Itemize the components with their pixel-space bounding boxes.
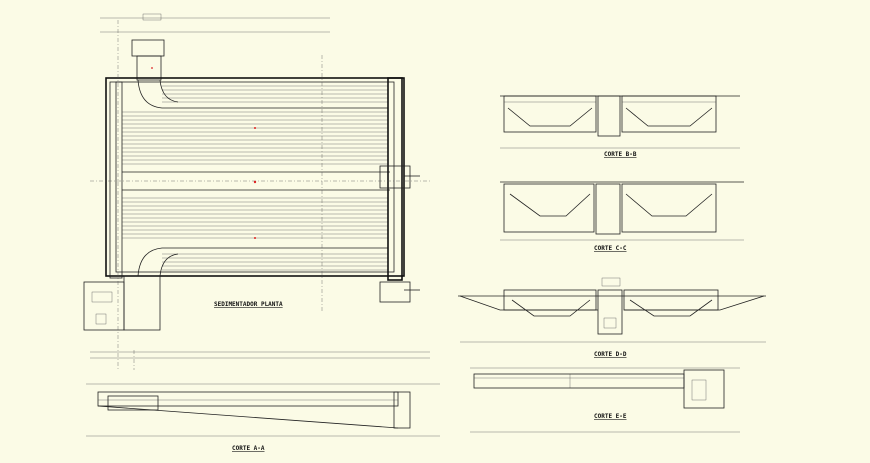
bottom-outlet [123, 275, 161, 331]
plan-title: SEDIMENTADOR PLANTA [214, 301, 283, 308]
section-bb-title: CORTE B-B [604, 151, 637, 158]
right-collector [387, 77, 403, 281]
tank-inner-wall [115, 81, 395, 273]
section-bb: CORTE B-B [500, 95, 740, 158]
upper-curve [137, 79, 388, 109]
plan-view: SEDIMENTADOR PLANTA [83, 13, 430, 370]
section-dd-title: CORTE D-D [594, 351, 627, 358]
side-detail-label-box [91, 291, 113, 303]
inlet-box [131, 39, 165, 57]
section-dd: CORTE D-D [458, 277, 766, 358]
side-detail-box [83, 281, 125, 331]
section-ee: CORTE E-E [470, 367, 740, 433]
section-ee-title: CORTE E-E [594, 413, 627, 420]
lower-curve [137, 247, 388, 277]
upper-curve-inner [159, 79, 179, 103]
upper-plates [122, 85, 388, 165]
left-channel [109, 81, 123, 279]
section-cc-title: CORTE C-C [594, 245, 627, 252]
inlet-channel [136, 55, 162, 81]
right-valve-box-upper [379, 165, 411, 189]
top-dimension-tag [142, 13, 162, 21]
lower-curve-inner [159, 253, 179, 277]
right-valve-box-lower [379, 281, 411, 303]
side-detail-small-box [95, 313, 107, 325]
section-aa-title: CORTE A-A [232, 445, 265, 452]
lower-plates [122, 197, 388, 271]
tank-outline [105, 77, 405, 277]
section-aa: CORTE A-A [86, 383, 440, 452]
section-cc: CORTE C-C [500, 181, 744, 252]
